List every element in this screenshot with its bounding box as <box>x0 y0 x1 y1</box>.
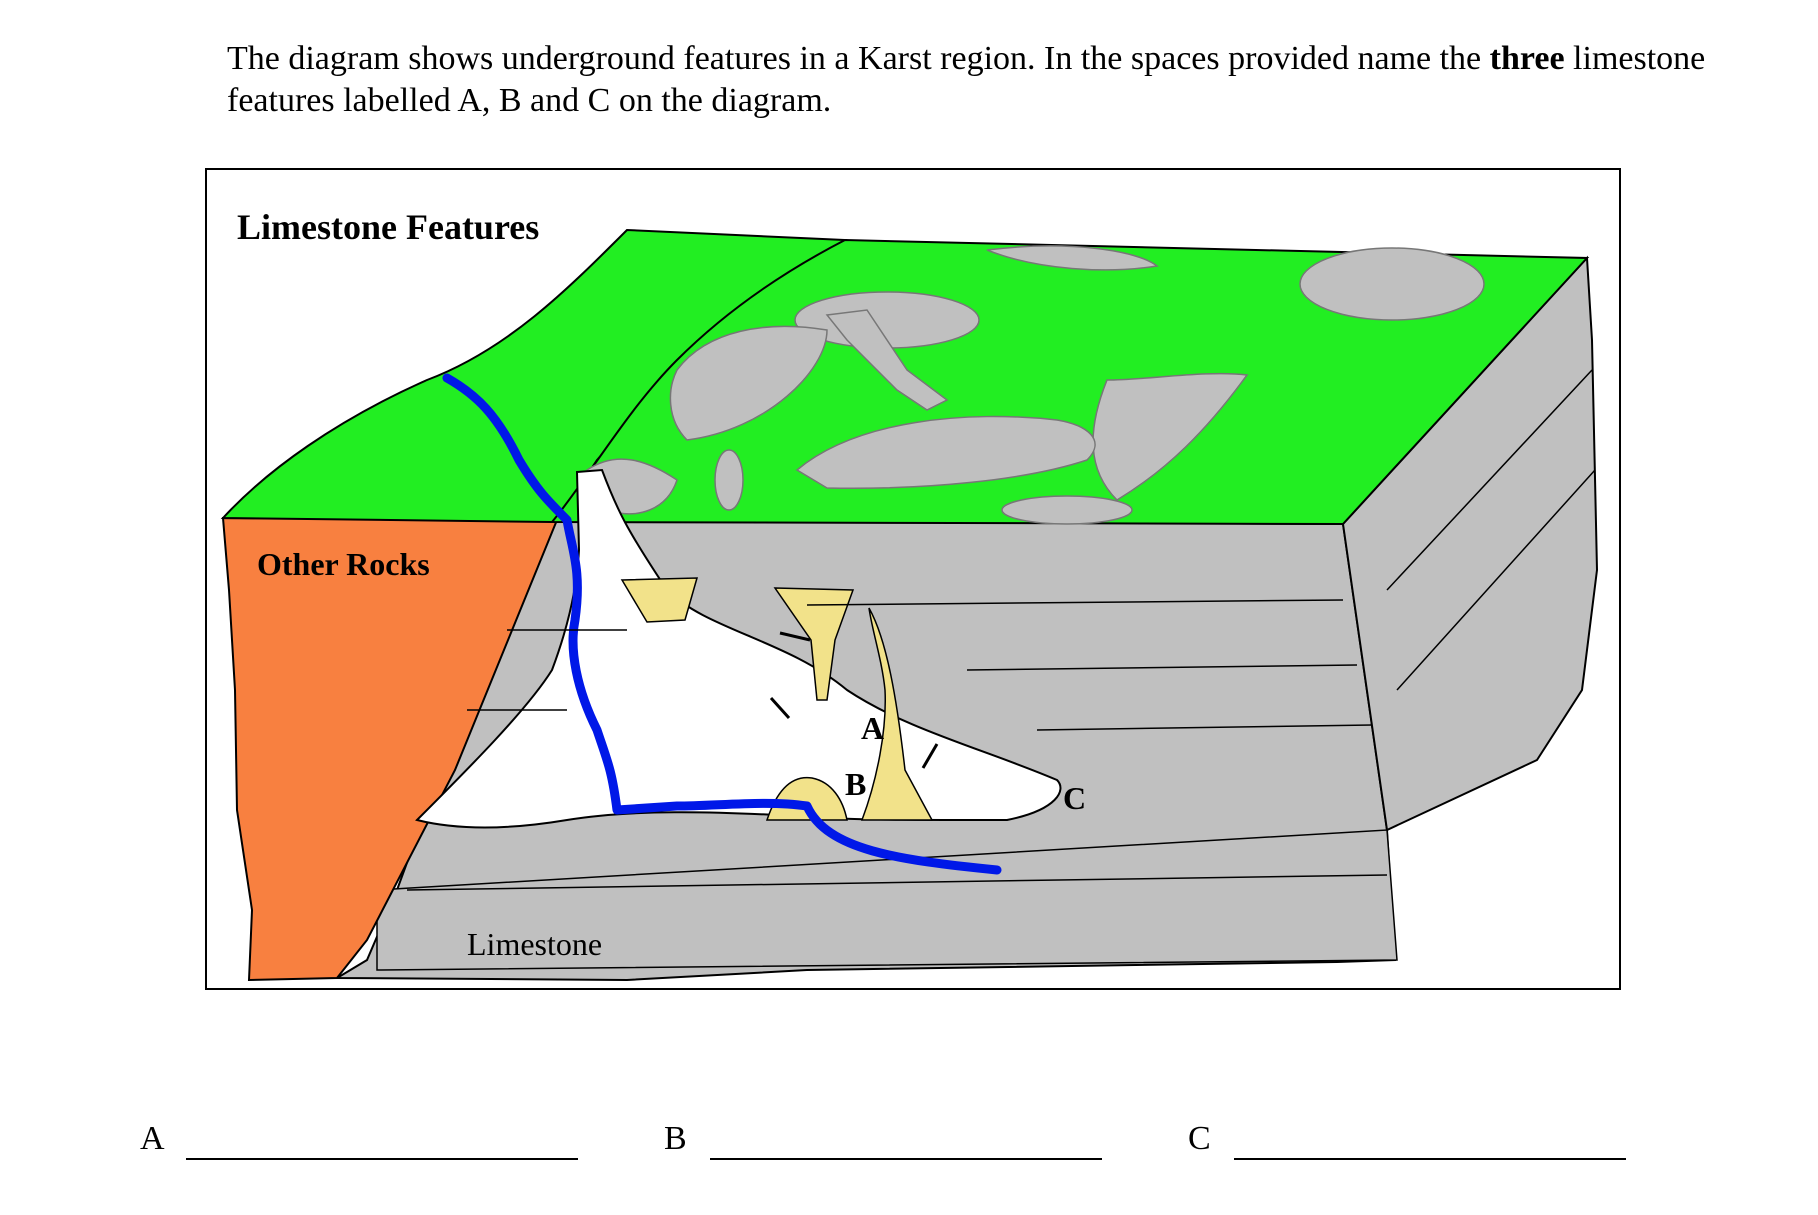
answer-a-blank[interactable] <box>186 1158 578 1160</box>
label-limestone: Limestone <box>467 926 603 962</box>
other-rocks-layer <box>221 516 559 982</box>
answer-a-letter: A <box>140 1120 165 1157</box>
label-c: C <box>1063 780 1087 816</box>
bedding-lines <box>406 369 1596 891</box>
label-other-rocks: Other Rocks <box>257 546 430 582</box>
limestone-base <box>376 829 1398 971</box>
answer-row: A B C <box>0 1120 1818 1180</box>
label-a: A <box>861 710 885 746</box>
diagram-title: Limestone Features <box>237 207 540 247</box>
diagram-drawing <box>220 228 1599 982</box>
pointer-b <box>769 696 791 720</box>
pointer-a <box>779 631 811 642</box>
stalactite <box>773 587 855 701</box>
question-emphasis: three <box>1489 40 1565 77</box>
answer-c-letter: C <box>1188 1120 1211 1157</box>
limestone-diagram: Limestone Features Other Rocks Limestone… <box>205 168 1621 990</box>
question-text: The diagram shows underground features i… <box>227 40 1706 119</box>
stalagmite <box>765 776 848 821</box>
answer-b-letter: B <box>664 1120 687 1157</box>
flowstone <box>620 577 699 623</box>
limestone-side-face <box>1341 255 1599 832</box>
underground-river <box>442 373 1002 875</box>
answer-b-blank[interactable] <box>710 1158 1102 1160</box>
label-b: B <box>845 766 867 802</box>
answer-c-blank[interactable] <box>1234 1158 1626 1160</box>
pointer-c <box>921 743 939 769</box>
pillar <box>860 607 934 821</box>
limestone-pavement <box>586 245 1485 525</box>
cave-formations <box>620 577 934 821</box>
